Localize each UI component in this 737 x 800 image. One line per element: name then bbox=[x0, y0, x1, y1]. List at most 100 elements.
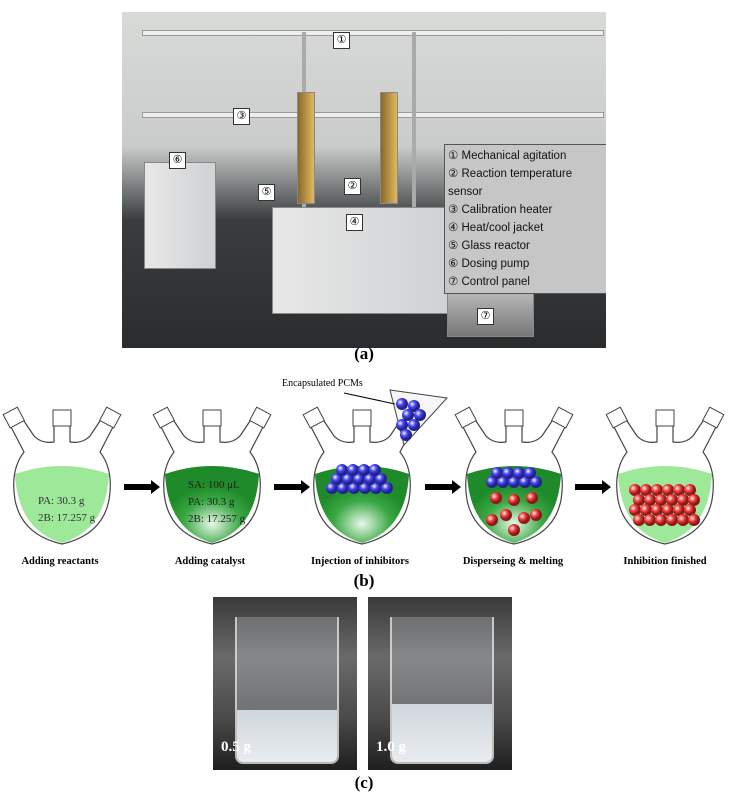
beaker bbox=[235, 617, 339, 764]
legend: ① Mechanical agitation ② Reaction temper… bbox=[444, 144, 606, 294]
suspension bbox=[392, 704, 492, 762]
melted-capsule bbox=[640, 504, 652, 516]
rack-rail bbox=[142, 112, 604, 118]
pcm-capsule bbox=[530, 476, 542, 488]
step-caption: Inhibition finished bbox=[623, 556, 707, 567]
funnel-label: Encapsulated PCMs bbox=[282, 378, 363, 389]
pcm-capsule bbox=[364, 473, 376, 485]
marker-1: ① bbox=[333, 32, 350, 49]
pcm-capsule bbox=[497, 476, 509, 488]
legend-item: ② Reaction temperature sensor bbox=[448, 168, 573, 198]
panel-label-c: (c) bbox=[354, 773, 374, 792]
rack-rail bbox=[142, 30, 604, 36]
marker-4: ④ bbox=[346, 214, 363, 231]
beaker-photo-2: 1.0 g bbox=[368, 597, 512, 770]
melted-capsule bbox=[518, 512, 530, 524]
agitator bbox=[380, 92, 398, 204]
pcm-capsule bbox=[396, 398, 408, 410]
marker-3: ③ bbox=[233, 108, 250, 125]
melted-capsule bbox=[490, 492, 502, 504]
melted-capsule bbox=[688, 494, 700, 506]
legend-item: ③ Calibration heater bbox=[448, 204, 553, 216]
step-caption: Injection of inhibitors bbox=[310, 556, 409, 567]
reactant-label: SA: 100 μL bbox=[188, 479, 240, 491]
pcm-capsule bbox=[513, 467, 525, 479]
suspension bbox=[237, 709, 337, 762]
melted-capsule bbox=[633, 514, 645, 526]
pcm-capsule bbox=[337, 482, 349, 494]
panel-label-a: (a) bbox=[354, 344, 374, 363]
melted-capsule bbox=[677, 494, 689, 506]
sample-mass: 0.5 g bbox=[221, 739, 251, 755]
sample-mass: 1.0 g bbox=[376, 739, 406, 755]
melted-capsule bbox=[662, 484, 674, 496]
arrow-icon bbox=[575, 480, 611, 494]
melted-capsule bbox=[655, 514, 667, 526]
lab-setup-photo: ① ② ③ ④ ⑤ ⑥ ⑦ ① Mechanical agitation ② R… bbox=[122, 12, 606, 348]
melted-capsule bbox=[684, 504, 696, 516]
flask-icon bbox=[2, 406, 122, 545]
pcm-capsule bbox=[326, 482, 338, 494]
pcm-capsule bbox=[408, 400, 420, 412]
pcm-capsule bbox=[358, 464, 370, 476]
melted-capsule bbox=[655, 494, 667, 506]
reactant-label: PA: 30.3 g bbox=[188, 496, 235, 508]
pcm-capsule bbox=[414, 409, 426, 421]
pcm-capsule bbox=[381, 482, 393, 494]
legend-item: ⑦ Control panel bbox=[448, 276, 530, 288]
pcm-capsule bbox=[402, 409, 414, 421]
pcm-capsule bbox=[348, 482, 360, 494]
step-caption: Adding reactants bbox=[21, 556, 99, 567]
melted-capsule bbox=[666, 514, 678, 526]
pcm-capsule bbox=[336, 464, 348, 476]
pcm-capsule bbox=[370, 482, 382, 494]
melted-capsule bbox=[662, 504, 674, 516]
arrow-icon bbox=[274, 480, 310, 494]
pcm-capsule bbox=[359, 482, 371, 494]
panel-label-b: (b) bbox=[353, 571, 375, 590]
pcm-capsule bbox=[491, 467, 503, 479]
melted-capsule bbox=[500, 509, 512, 521]
pcm-capsule bbox=[396, 419, 408, 431]
melted-capsule bbox=[673, 504, 685, 516]
liquid bbox=[165, 466, 259, 543]
legend-item: ⑥ Dosing pump bbox=[448, 258, 530, 270]
melted-capsule bbox=[677, 514, 689, 526]
melted-capsule bbox=[651, 504, 663, 516]
marker-7: ⑦ bbox=[477, 308, 494, 325]
melted-capsule bbox=[651, 484, 663, 496]
process-scheme bbox=[2, 389, 725, 545]
liquid bbox=[15, 466, 109, 543]
beaker-photo-1: 0.5 g bbox=[213, 597, 357, 770]
melted-capsule bbox=[673, 484, 685, 496]
melted-capsule bbox=[629, 484, 641, 496]
melted-capsule bbox=[644, 514, 656, 526]
marker-6: ⑥ bbox=[169, 152, 186, 169]
step-caption: Disperseing & melting bbox=[462, 556, 564, 567]
stand-pole bbox=[412, 32, 416, 242]
agitator bbox=[297, 92, 315, 204]
pcm-capsule bbox=[331, 473, 343, 485]
melted-capsule bbox=[688, 514, 700, 526]
arrow-icon bbox=[124, 480, 160, 494]
pcm-capsule bbox=[519, 476, 531, 488]
melted-capsule bbox=[633, 494, 645, 506]
marker-2: ② bbox=[344, 178, 361, 195]
reactant-label: 2B: 17.257 g bbox=[38, 512, 96, 524]
step-caption: Adding catalyst bbox=[174, 556, 246, 567]
pcm-capsule bbox=[524, 467, 536, 479]
arrow-icon bbox=[425, 480, 461, 494]
melted-capsule bbox=[486, 514, 498, 526]
pointer-line bbox=[343, 392, 396, 405]
pcm-capsule bbox=[375, 473, 387, 485]
pcm-capsule bbox=[347, 464, 359, 476]
marker-5: ⑤ bbox=[258, 184, 275, 201]
melted-capsule bbox=[644, 494, 656, 506]
melted-capsule bbox=[629, 504, 641, 516]
melted-capsule bbox=[530, 509, 542, 521]
pcm-capsule bbox=[342, 473, 354, 485]
dosing-pump bbox=[144, 162, 216, 269]
legend-item: ① Mechanical agitation bbox=[448, 150, 567, 162]
pcm-capsule bbox=[508, 476, 520, 488]
pcm-capsule bbox=[353, 473, 365, 485]
